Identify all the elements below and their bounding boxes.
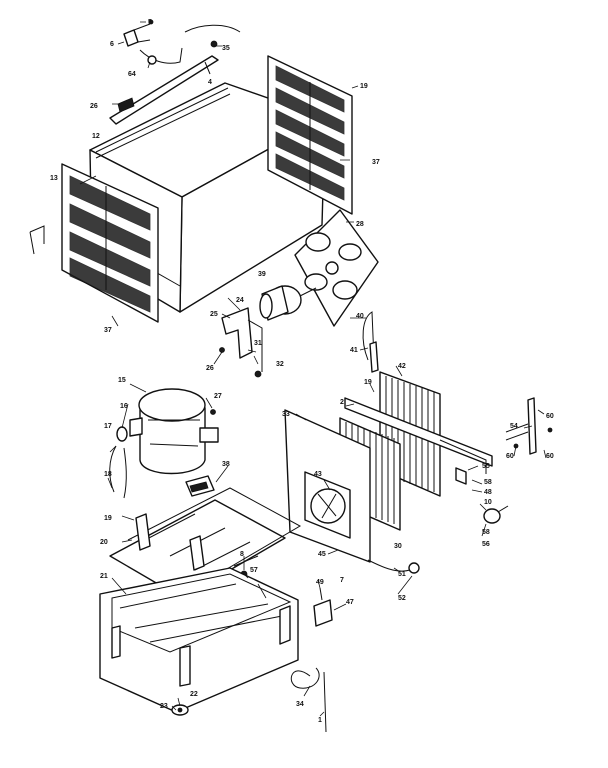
callout-60-left: 60	[506, 453, 514, 460]
callout-12: 12	[92, 133, 100, 140]
front-grille	[29, 163, 159, 323]
callout-4: 4	[208, 79, 212, 86]
callout-30: 30	[394, 543, 402, 550]
callout-13: 13	[50, 175, 58, 182]
callout-27: 27	[214, 393, 222, 400]
callout-26: 26	[90, 103, 98, 110]
power-cord	[290, 667, 327, 733]
control-box	[123, 19, 154, 47]
callout-58: 58	[484, 479, 492, 486]
leader-lines	[79, 21, 547, 717]
callout-15: 15	[118, 377, 126, 384]
compressor	[129, 388, 219, 475]
wire-harness-top	[139, 24, 241, 65]
callout-19-coil: 19	[364, 379, 372, 386]
callout-28: 28	[356, 221, 364, 228]
refrigerant-tube	[362, 311, 379, 373]
callout-37-front: 37	[104, 327, 112, 334]
mounting-rail	[109, 55, 219, 125]
callout-18: 18	[104, 471, 112, 478]
callout-58-knob: 58	[482, 529, 490, 536]
fan-motor	[259, 285, 317, 321]
callout-25: 25	[210, 311, 218, 318]
rear-grille	[267, 55, 353, 215]
callout-47: 47	[346, 599, 354, 606]
callout-41: 41	[350, 347, 358, 354]
callout-32: 32	[276, 361, 284, 368]
callout-34: 34	[296, 701, 304, 708]
callout-38: 38	[222, 461, 230, 468]
callout-17: 17	[104, 423, 112, 430]
callout-19-base: 19	[104, 515, 112, 522]
callout-20: 20	[100, 539, 108, 546]
callout-21: 21	[100, 573, 108, 580]
callout-6: 6	[110, 41, 114, 48]
compressor-mount	[185, 475, 215, 497]
callout-2: 2	[340, 399, 344, 406]
callout-labels: 5 6 35 64 4 19 26 12 13 37 28 39 37 24 2…	[50, 19, 554, 724]
callout-39: 39	[258, 271, 266, 278]
callout-24: 24	[236, 297, 244, 304]
drain-fitting	[313, 587, 333, 627]
callout-48: 48	[484, 489, 492, 496]
callout-19: 19	[360, 83, 368, 90]
callout-64: 64	[128, 71, 136, 78]
thermostat-knob	[483, 505, 509, 524]
base-pan	[99, 567, 299, 713]
overload-protector	[109, 426, 128, 499]
callout-52: 52	[398, 595, 406, 602]
callout-56: 56	[482, 541, 490, 548]
callout-16: 16	[120, 403, 128, 410]
callout-22: 22	[190, 691, 198, 698]
motor-mount-bracket	[219, 307, 263, 378]
callout-57: 57	[250, 567, 258, 574]
callout-51: 51	[398, 571, 406, 578]
callout-7: 7	[340, 577, 344, 584]
callout-35: 35	[222, 45, 230, 52]
callout-33: 33	[282, 411, 290, 418]
callout-40: 40	[356, 313, 364, 320]
callout-45: 45	[318, 551, 326, 558]
callout-26-bracket: 26	[206, 365, 214, 372]
callout-23: 23	[160, 703, 168, 710]
callout-49: 49	[316, 579, 324, 586]
callout-60-top: 60	[546, 413, 554, 420]
callout-37-rear: 37	[372, 159, 380, 166]
callout-54: 54	[510, 423, 518, 430]
condenser-fan-blade	[294, 209, 379, 327]
callout-43: 43	[314, 471, 322, 478]
callout-31: 31	[254, 340, 262, 347]
callout-42: 42	[398, 363, 406, 370]
callout-1: 1	[318, 717, 322, 724]
callout-55: 55	[482, 463, 490, 470]
callout-5: 5	[148, 19, 152, 26]
callout-60-right: 60	[546, 453, 554, 460]
callout-8: 8	[240, 551, 244, 558]
coil-mounting-rails	[344, 397, 493, 485]
callout-10: 10	[484, 499, 492, 506]
drain-plug	[171, 704, 189, 716]
wiring-lead	[367, 559, 420, 574]
